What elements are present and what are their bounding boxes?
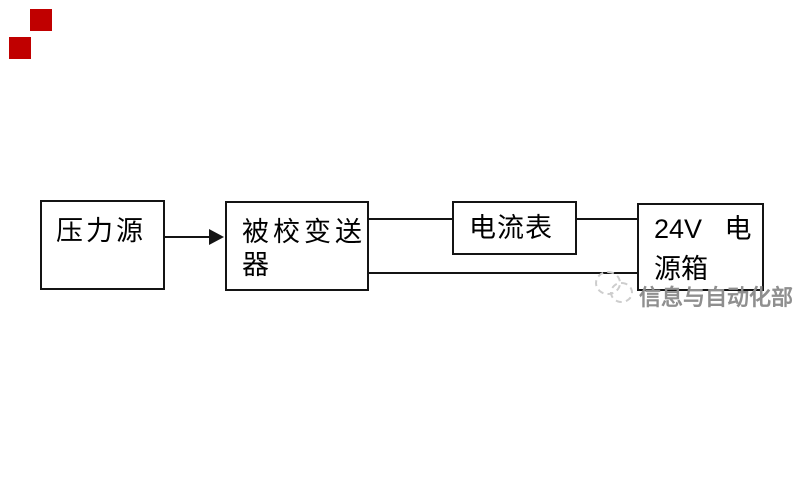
node-power-box: 24V 电 源箱 <box>637 203 764 291</box>
connector-transmitter-to-power <box>368 272 637 274</box>
red-square-bottom <box>9 37 31 59</box>
connector-ammeter-to-power <box>576 218 637 220</box>
connector-pressure-to-transmitter <box>164 236 211 238</box>
watermark-logo-icon <box>595 268 639 306</box>
node-ammeter: 电流表 <box>452 201 577 255</box>
node-transmitter: 被校变送 器 <box>225 201 369 291</box>
watermark: 信息与自动化部 <box>595 268 793 312</box>
node-transmitter-label-line1: 被校变送 <box>242 217 366 247</box>
watermark-logo-circle <box>610 282 633 303</box>
red-square-top <box>30 9 52 31</box>
node-pressure-source: 压力源 <box>40 200 165 290</box>
arrowhead-icon <box>209 229 224 245</box>
node-ammeter-label: 电流表 <box>469 212 553 243</box>
connector-transmitter-to-ammeter <box>368 218 452 220</box>
node-power-box-label-line1: 24V 电 <box>654 214 752 244</box>
node-power-box-label-line2: 源箱 <box>654 254 708 284</box>
node-transmitter-label-line2: 器 <box>242 250 273 280</box>
watermark-text: 信息与自动化部 <box>639 285 794 310</box>
node-pressure-source-label: 压力源 <box>56 216 146 246</box>
